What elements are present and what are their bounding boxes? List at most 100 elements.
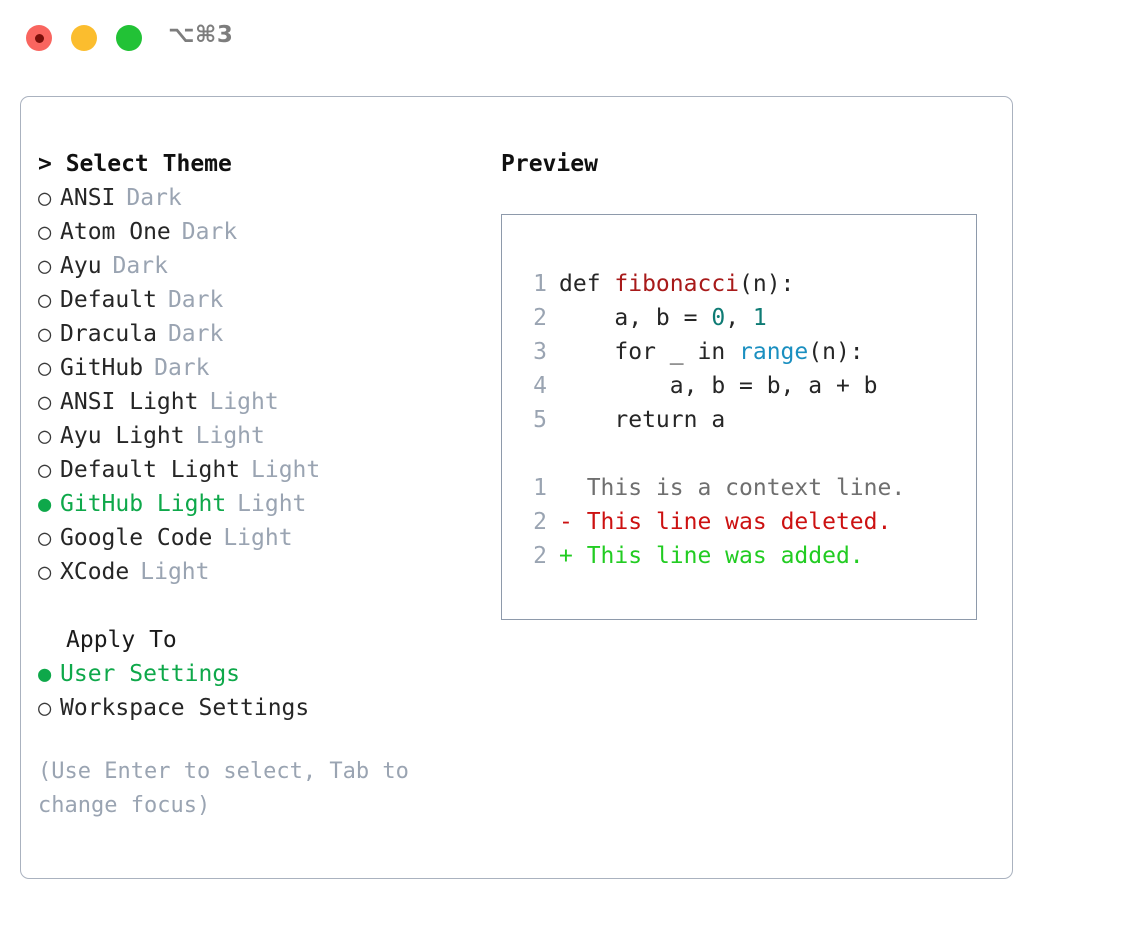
diff-marker	[559, 475, 587, 501]
radio-unselected-icon: ○	[38, 424, 52, 449]
keyboard-hint: (Use Enter to select, Tab to change focu…	[38, 755, 448, 823]
theme-option-label: GitHub Light	[60, 491, 227, 517]
code-token-plain: return a	[559, 407, 726, 433]
theme-option-default-light[interactable]: ○ Default Light Light	[38, 453, 478, 487]
code-token-plain: (n):	[808, 339, 864, 365]
theme-option-label: Google Code	[60, 525, 213, 551]
line-number: 2	[533, 509, 547, 535]
maximize-button[interactable]	[116, 25, 142, 51]
theme-option-ayu[interactable]: ○ Ayu Dark	[38, 249, 478, 283]
spacer	[521, 437, 976, 471]
radio-unselected-icon: ○	[38, 458, 52, 483]
radio-unselected-icon: ○	[38, 288, 52, 313]
code-token-num: 0	[711, 305, 726, 331]
line-number: 1	[533, 271, 547, 297]
code-line: 5 return a	[521, 403, 976, 437]
theme-option-label: ANSI Light	[60, 389, 199, 415]
apply-to-title: Apply To	[66, 627, 177, 653]
close-button[interactable]	[26, 25, 52, 51]
code-line: 1 def fibonacci(n):	[521, 267, 976, 301]
diff-text: This line was deleted.	[586, 509, 892, 535]
theme-option-github[interactable]: ○ GitHub Dark	[38, 351, 478, 385]
preview-title: Preview	[501, 151, 598, 177]
apply-to-option-workspace-settings[interactable]: ○ Workspace Settings	[38, 691, 478, 725]
diff-line-added: 2+ This line was added.	[521, 539, 976, 573]
diff-sample: 1 This is a context line.2- This line wa…	[521, 471, 976, 573]
theme-option-label: Ayu	[60, 253, 102, 279]
theme-option-badge: Dark	[126, 185, 182, 211]
window-titlebar: ⌥⌘3	[0, 0, 1140, 78]
code-token-plain: def	[559, 271, 615, 297]
code-token-plain: a, b =	[559, 305, 712, 331]
theme-option-ayu-light[interactable]: ○ Ayu Light Light	[38, 419, 478, 453]
diff-line-context: 1 This is a context line.	[521, 471, 976, 505]
theme-option-badge: Light	[237, 491, 307, 517]
radio-selected-icon: ●	[38, 492, 52, 517]
line-number: 1	[533, 475, 547, 501]
line-number: 3	[533, 339, 547, 365]
theme-option-label: Atom One	[60, 219, 171, 245]
theme-option-badge: Light	[140, 559, 210, 585]
theme-option-label: Dracula	[60, 321, 157, 347]
radio-unselected-icon: ○	[38, 254, 52, 279]
theme-option-label: GitHub	[60, 355, 144, 381]
code-line: 2 a, b = 0, 1	[521, 301, 976, 335]
radio-unselected-icon: ○	[38, 390, 52, 415]
radio-unselected-icon: ○	[38, 220, 52, 245]
keyboard-hint-line-2: change focus)	[38, 793, 211, 818]
code-token-plain: for _ in	[559, 339, 740, 365]
theme-option-badge: Dark	[167, 321, 224, 347]
diff-line-deleted: 2- This line was deleted.	[521, 505, 976, 539]
theme-option-github-light[interactable]: ● GitHub Light Light	[38, 487, 478, 521]
apply-to-option-user-settings[interactable]: ● User Settings	[38, 657, 478, 691]
code-token-num: 1	[752, 305, 767, 331]
minimize-button[interactable]	[71, 25, 97, 51]
theme-option-label: Default	[60, 287, 157, 313]
theme-option-badge: Dark	[181, 219, 238, 245]
diff-marker: -	[559, 509, 587, 535]
theme-option-badge: Light	[195, 423, 265, 449]
traffic-lights	[26, 25, 142, 51]
keyboard-hint-line-1: (Use Enter to select, Tab to	[38, 759, 409, 784]
theme-option-badge: Dark	[112, 253, 168, 279]
apply-to-option-label: Workspace Settings	[60, 695, 310, 721]
theme-option-atom-one[interactable]: ○ Atom One Dark	[38, 215, 478, 249]
theme-option-badge: Light	[223, 525, 293, 551]
code-token-fn: fibonacci	[614, 271, 740, 297]
apply-to-option-label: User Settings	[60, 661, 241, 687]
line-number: 2	[533, 305, 547, 331]
code-token-plain: (n):	[739, 271, 795, 297]
theme-option-ansi-light[interactable]: ○ ANSI Light Light	[38, 385, 478, 419]
keyboard-shortcut-label: ⌥⌘3	[168, 22, 234, 48]
theme-option-label: XCode	[60, 559, 130, 585]
diff-text: This is a context line.	[586, 475, 906, 501]
radio-selected-icon: ●	[38, 662, 52, 687]
radio-unselected-icon: ○	[38, 356, 52, 381]
theme-option-badge: Light	[209, 389, 279, 415]
select-theme-header: > Select Theme	[38, 151, 232, 177]
code-token-plain: ,	[725, 305, 753, 331]
theme-option-xcode[interactable]: ○ XCode Light	[38, 555, 478, 589]
theme-option-label: Default Light	[60, 457, 241, 483]
line-number: 4	[533, 373, 547, 399]
line-number: 5	[533, 407, 547, 433]
code-token-plain: a, b = b, a + b	[559, 373, 878, 399]
radio-unselected-icon: ○	[38, 560, 52, 585]
radio-unselected-icon: ○	[38, 696, 52, 721]
theme-option-label: Ayu Light	[60, 423, 185, 449]
theme-option-badge: Dark	[154, 355, 210, 381]
line-number: 2	[533, 543, 547, 569]
radio-unselected-icon: ○	[38, 186, 52, 211]
spacer	[38, 589, 478, 623]
theme-option-badge: Light	[251, 457, 321, 483]
